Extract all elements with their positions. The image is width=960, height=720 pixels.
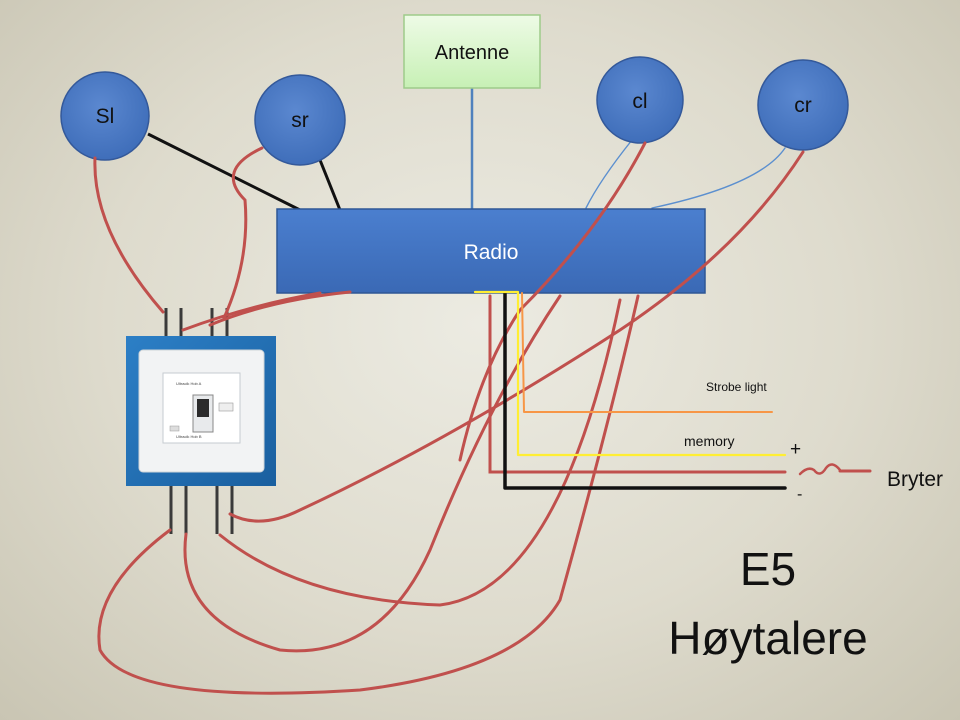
red-wire-loop-mid: [183, 294, 562, 653]
red-wire-sl: [93, 156, 165, 314]
orange-strobe-wire: [521, 292, 773, 413]
black-power-wire: [503, 291, 787, 490]
speaker-cr-blue-wire: [651, 147, 786, 209]
speaker-sr-black-wire: [316, 154, 342, 211]
svg-text:Ultracik Hob A: Ultracik Hob A: [176, 381, 202, 386]
memory-label: memory: [684, 433, 735, 449]
speaker-cl-blue-wire: [585, 139, 633, 209]
red-wire-loop-outer: [97, 294, 640, 695]
radio-label: Radio: [464, 241, 519, 264]
speaker-cr-label: cr: [794, 94, 812, 117]
speaker-sl: Sl: [60, 71, 150, 161]
yellow-memory-wire: [473, 290, 787, 457]
speaker-sr-label: sr: [291, 109, 309, 132]
switch-bottom-pins: [169, 486, 234, 534]
strobe-light-label: Strobe light: [706, 380, 767, 394]
red-wires: [93, 141, 872, 695]
switch-label: Bryter: [887, 468, 943, 491]
speaker-cr: cr: [757, 59, 849, 151]
radio-unit: Radio: [276, 208, 706, 294]
red-wire-memory: [488, 294, 787, 474]
speaker-cl-label: cl: [632, 90, 647, 113]
switch-panel: Ultracik Hob A Ultracik Hob B: [126, 336, 276, 486]
red-wire-radio-1: [181, 291, 322, 332]
speaker-sl-label: Sl: [96, 105, 115, 128]
speaker-cl: cl: [596, 56, 684, 144]
red-wire-cl: [458, 141, 647, 462]
title-line-2: Høytalere: [668, 612, 867, 664]
svg-text:Ultracik Hob B: Ultracik Hob B: [176, 434, 202, 439]
speaker-sr: sr: [254, 74, 346, 166]
plus-label: +: [790, 439, 801, 460]
speaker-sl-black-wire: [147, 132, 301, 212]
minus-label: -: [797, 486, 802, 503]
title-line-1: E5: [740, 543, 796, 595]
fuse-symbol: [798, 463, 842, 476]
red-wire-loop-low: [218, 298, 622, 607]
red-wire-cr: [228, 150, 805, 523]
antenna-box: Antenne: [403, 14, 541, 89]
red-wire-radio-2: [208, 290, 352, 327]
red-wire-sr: [222, 146, 264, 320]
antenna-label: Antenne: [435, 42, 510, 64]
